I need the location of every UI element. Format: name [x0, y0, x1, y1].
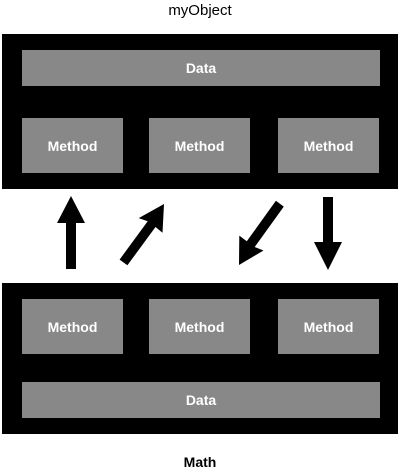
arrow-up-right-icon	[119, 204, 164, 266]
math-method-2: Method	[149, 299, 250, 354]
math-box: Method Method Method Data	[2, 283, 398, 434]
bottom-object-title: Math	[183, 454, 217, 470]
myobject-data-cell: Data	[22, 50, 380, 86]
myobject-method-3: Method	[278, 118, 379, 173]
math-method-1: Method	[22, 299, 123, 354]
arrow-up-icon	[57, 196, 85, 269]
arrow-down-icon	[314, 197, 342, 270]
arrow-down-left-icon	[239, 200, 284, 265]
math-method-3: Method	[278, 299, 379, 354]
top-object-title: myObject	[168, 2, 232, 19]
myobject-method-1: Method	[22, 118, 123, 173]
myobject-method-2: Method	[149, 118, 250, 173]
math-data-cell: Data	[22, 382, 380, 418]
myobject-box: Data Method Method Method	[2, 34, 398, 189]
